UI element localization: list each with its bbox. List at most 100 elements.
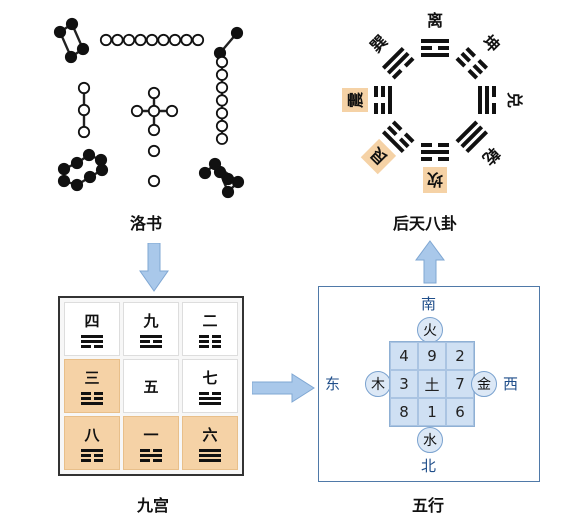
dot (215, 55, 229, 69)
jiugong-grid: 四 九 二三 五 七八 一六 (58, 296, 244, 476)
wuxing-grid-cell: 土 (418, 370, 446, 398)
jiugong-number: 七 (202, 369, 218, 387)
jiugong-number: 二 (202, 312, 218, 330)
dot (215, 119, 229, 133)
dot (147, 104, 161, 118)
jiugong-cell: 三 (64, 359, 120, 413)
trigram-1: 离 (421, 11, 449, 57)
dot (215, 81, 229, 94)
luoshu-title: 洛书 (130, 214, 163, 233)
dot (77, 125, 91, 139)
arrow-right-icon (252, 373, 315, 403)
jiugong-cell: 六 (182, 416, 238, 470)
trigram-2: 坤 (455, 31, 504, 80)
jiugong-cell: 一 (123, 416, 179, 470)
dot (168, 33, 182, 47)
dot (215, 94, 229, 107)
dot-one (147, 174, 161, 188)
dots-five (130, 86, 179, 137)
dots-nine (99, 33, 205, 47)
dot (147, 174, 161, 188)
trigram-3: 兑 (478, 86, 524, 114)
dot (134, 33, 147, 47)
dot (77, 103, 91, 117)
trigram-icon (81, 449, 103, 462)
fire-circle: 火 (417, 317, 443, 343)
trigram-5: 坎 (421, 143, 449, 193)
dot (57, 174, 71, 188)
metal-circle: 金 (471, 371, 497, 397)
dot (64, 50, 78, 64)
jiugong-number: 三 (84, 369, 100, 387)
trigram-name: 震 (346, 91, 365, 109)
trigram-name: 乾 (479, 144, 504, 169)
dot (147, 123, 161, 137)
trigram-name: 离 (427, 11, 443, 30)
dot (231, 175, 245, 189)
dot (70, 178, 84, 192)
trigram-name: 巽 (366, 31, 391, 56)
water-circle: 水 (417, 427, 443, 453)
wuxing-grid-cell: 6 (446, 398, 474, 426)
dot (157, 33, 170, 47)
dot (191, 33, 205, 47)
jiugong-cell: 二 (182, 302, 238, 356)
jiugong-number: 四 (84, 312, 100, 330)
dot (111, 33, 124, 47)
arrow-up-icon (415, 240, 445, 284)
dot (213, 165, 227, 179)
west-label: 西 (503, 375, 519, 393)
dot (82, 148, 96, 162)
dots-three (77, 81, 91, 139)
jiugong-number: 九 (143, 312, 159, 330)
trigram-6: 艮 (360, 120, 415, 175)
dot (165, 104, 179, 118)
trigram-8: 巽 (366, 31, 415, 80)
trigram-icon (81, 392, 103, 405)
dots-six (198, 157, 245, 199)
trigram-4: 乾 (455, 120, 504, 169)
dot (76, 42, 90, 56)
wuxing-grid-cell: 8 (390, 398, 418, 426)
jiugong-title: 九宫 (137, 496, 170, 515)
dot (70, 156, 84, 170)
dots-two (213, 26, 244, 60)
dot (215, 68, 229, 81)
trigram-name: 坤 (479, 31, 504, 56)
houtian-title: 后天八卦 (393, 214, 458, 233)
luoshu-figure (53, 17, 245, 199)
arrow-down-icon (139, 243, 169, 292)
dot (65, 17, 79, 31)
trigram-7: 震 (342, 86, 392, 114)
dot (180, 33, 193, 47)
dot (215, 132, 229, 145)
wuxing-grid-cell: 1 (418, 398, 446, 426)
trigram-icon (140, 335, 162, 348)
north-label: 北 (421, 457, 437, 475)
jiugong-number: 八 (84, 426, 100, 444)
dot (147, 144, 161, 158)
jiugong-cell: 八 (64, 416, 120, 470)
east-label: 东 (325, 375, 341, 393)
dot (130, 104, 144, 118)
dot (221, 185, 235, 199)
dot (95, 163, 109, 177)
dot (145, 33, 159, 47)
jiugong-cell: 九 (123, 302, 179, 356)
wuxing-grid-cell: 9 (418, 342, 446, 370)
trigram-icon (199, 335, 221, 348)
wuxing-grid-cell: 2 (446, 342, 474, 370)
wood-circle: 木 (365, 371, 391, 397)
wuxing-grid-cell: 7 (446, 370, 474, 398)
dot (198, 166, 212, 180)
jiugong-number: 五 (143, 377, 159, 396)
jiugong-cell: 四 (64, 302, 120, 356)
dot (230, 26, 244, 40)
dot (77, 81, 91, 95)
jiugong-cell: 七 (182, 359, 238, 413)
dot (57, 162, 71, 176)
trigram-icon (81, 335, 103, 348)
